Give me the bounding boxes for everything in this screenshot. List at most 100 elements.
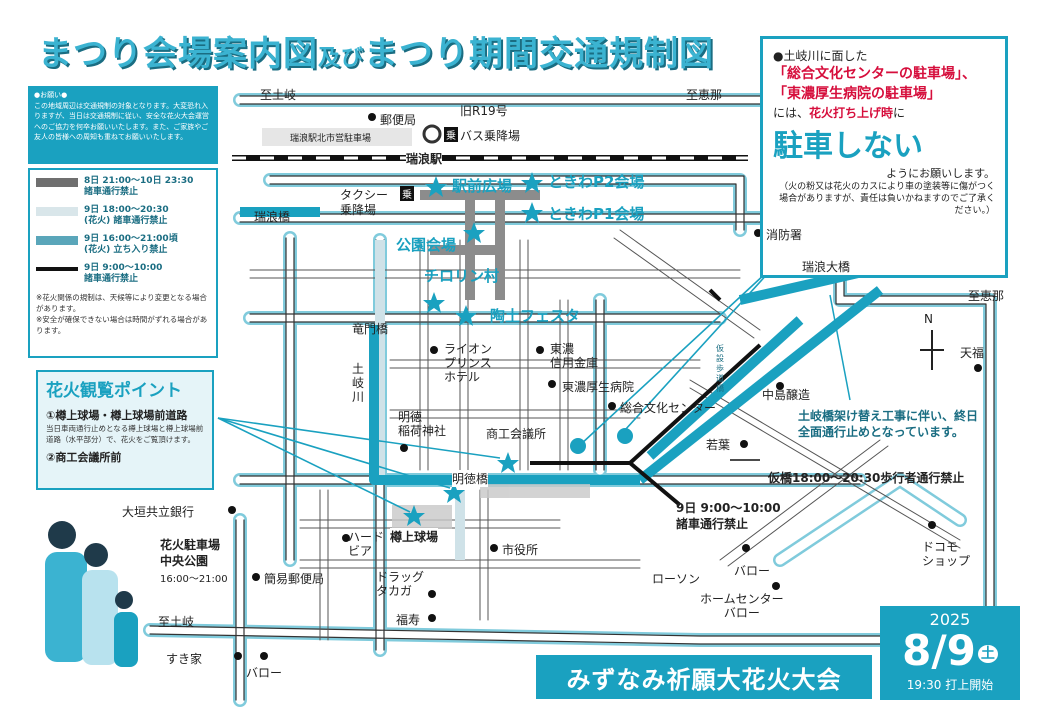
event-name: みずなみ祈願大花火大会 <box>566 665 842 694</box>
legend-label: 9日 18:00～20:30 (花火) 諸車通行禁止 <box>84 205 169 226</box>
event-weekday: 土 <box>977 644 998 663</box>
legend-item: 8日 21:00～10日 23:30 諸車通行禁止 <box>36 176 210 198</box>
event-banner: みずなみ祈願大花火大会 <box>536 655 872 699</box>
warning-construction: 土岐橋架け替え工事に伴い、終日全面通行止めとなっています。 <box>798 409 979 439</box>
label-shinkin: 東濃 信用金庫 <box>550 342 599 370</box>
parking-dot-hospital <box>570 438 586 454</box>
legend-item: 9日 16:00～21:00頃 (花火) 立ち入り禁止 <box>36 234 210 256</box>
callout-line4: には、花火打ち上げ時に <box>773 104 995 121</box>
parking-north-rect <box>262 128 412 146</box>
event-slash: / <box>931 626 947 675</box>
legend-label: 9日 9:00～10:00 諸車通行禁止 <box>84 263 163 284</box>
venue-tokiwa-p2: ときわP2会場 <box>548 173 645 191</box>
label-valor1: バロー <box>734 564 771 578</box>
label-taxi-stop: 乗降場 <box>340 203 377 217</box>
restriction-teal <box>240 207 884 485</box>
label-ryumon-bridge: 竜門橋 <box>352 322 389 336</box>
legend-note: ※花火関係の規制は、天候等により変更となる場合があります。 <box>36 293 207 313</box>
label-north: N <box>924 312 933 326</box>
rule-9: 9日 9:00～10:00 諸車通行禁止 <box>676 501 781 531</box>
event-month: 8 <box>902 626 932 675</box>
callout-line4c: に <box>893 106 906 120</box>
callout-line5: ようにお願いします。 <box>886 167 995 180</box>
label-tenpuku: 天福 <box>960 346 985 360</box>
callout-line1: ●土岐川に面した <box>773 49 868 63</box>
callout-line6: （火の粉又は花火のカスにより車の塗装等に傷がつく場合がありますが、責任は負いかね… <box>779 182 995 216</box>
label-ogaki-bank: 大垣共立銀行 <box>122 505 195 519</box>
label-meitoku-shrine: 明徳 稲荷神社 <box>398 410 447 438</box>
label-home-center: ホームセンター バロー <box>700 592 784 620</box>
legend: 8日 21:00～10日 23:30 諸車通行禁止 9日 18:00～20:30… <box>28 168 218 358</box>
parking-callout: ●土岐川に面した 「総合文化センターの駐車場」、 「東濃厚生病院の駐車場」 には… <box>760 36 1008 278</box>
callout-line2: 「総合文化センターの駐車場」、 <box>773 66 976 82</box>
venue-chiroron: チロリン村 <box>424 267 500 285</box>
viewing-point-1-desc: 当日車両通行止めとなる樽上球場と樽上球場前道路（水平部分）で、花火をご覧頂けます… <box>46 424 204 444</box>
label-simple-post: 簡易郵便局 <box>264 572 325 586</box>
venue-stars <box>403 172 543 526</box>
label-valor2: バロー <box>246 666 283 680</box>
people-illustration <box>45 521 138 667</box>
legend-swatch-teal <box>36 236 78 245</box>
event-year: 2025 <box>929 610 971 629</box>
legend-swatch-black <box>36 267 78 271</box>
title-part3: まつり期間交通規制図 <box>364 34 715 74</box>
event-time: 19:30 打上開始 <box>906 677 994 692</box>
label-bus-stop: バス乗降場 <box>460 129 521 143</box>
label-chamber: 商工会議所 <box>486 427 547 441</box>
label-station: 瑞浪駅 <box>406 150 443 167</box>
page-title: まつり会場案内図及びまつり期間交通規制図 <box>38 26 714 75</box>
label-wakaba: 若葉 <box>706 438 731 452</box>
label-sukiya: すき家 <box>166 652 203 666</box>
road-label-to-ena-top: 至恵那 <box>686 88 723 102</box>
legend-label: 8日 21:00～10日 23:30 諸車通行禁止 <box>84 176 194 197</box>
notice-body: この地域周辺は交通規制の対象となります。大変恐れ入りますが、当日は交通規制に従い… <box>34 101 209 142</box>
label-drug-takaga: ドラッグ タカガ <box>376 570 425 598</box>
bus-badge: 乗 <box>444 127 458 142</box>
label-hard-beer: ハード ビア <box>348 530 385 558</box>
construction-pointer <box>829 294 851 401</box>
restriction-black <box>530 288 762 507</box>
taxi-badge: 乗 <box>400 186 414 201</box>
label-docomo: ドコモ ショップ <box>922 540 971 568</box>
viewing-point-2: ②商工会議所前 <box>46 451 122 464</box>
road-label-to-toki-top: 至土岐 <box>260 88 297 102</box>
dotted-zones <box>392 484 590 529</box>
label-toki-river: 土岐川 <box>352 362 365 404</box>
label-hospital: 東濃厚生病院 <box>562 380 635 394</box>
fireworks-viewing-title: 花火観覧ポイント <box>46 381 182 401</box>
event-day: 9 <box>946 626 976 675</box>
label-nakashima: 中島醸造 <box>762 388 811 402</box>
notice-heading: ●お願い● <box>34 91 68 99</box>
title-part2: 及び <box>318 46 365 71</box>
label-tarugami-stadium: 樽上球場 <box>390 528 439 545</box>
callout-line4b: 花火打ち上げ時 <box>809 106 894 120</box>
label-mizunami-bridge: 瑞浪橋 <box>254 210 291 224</box>
venue-toudo: 陶土フェスタ <box>490 307 581 325</box>
title-part1: まつり会場案内図 <box>38 34 318 74</box>
legend-item: 9日 18:00～20:30 (花火) 諸車通行禁止 <box>36 205 210 227</box>
label-city-hall: 市役所 <box>502 543 539 557</box>
label-culture-center: 総合文化センター <box>620 401 717 415</box>
fireworks-viewing-box: 花火観覧ポイント ①樽上球場・樽上球場前道路 当日車両通行止めとなる樽上球場と樽… <box>36 370 214 490</box>
legend-swatch-light <box>36 207 78 216</box>
label-mizunami-ohashi: 瑞浪大橋 <box>802 260 851 274</box>
label-lawson: ローソン <box>652 572 701 586</box>
venue-ekimae: 駅前広場 <box>452 177 513 195</box>
label-lions-hotel: ライオン プリンス ホテル <box>444 342 493 384</box>
legend-note: ※安全が確保できない場合は時間がずれる場合があります。 <box>36 315 208 335</box>
parking-dot-culture <box>617 428 633 444</box>
label-hanabi-parking: 花火駐車場 <box>160 538 221 552</box>
rule-karibashi: 仮橋18:00～20:30歩行者通行禁止 <box>768 471 965 485</box>
label-fukuju: 福寿 <box>396 613 421 627</box>
road-label-to-ena-right: 至恵那 <box>968 289 1005 303</box>
venue-koen: 公園会場 <box>396 236 457 254</box>
callout-line4a: には、 <box>773 106 810 120</box>
label-fire-station: 消防署 <box>766 228 803 242</box>
north-arrow <box>920 330 944 370</box>
bus-stop-circle <box>422 124 442 144</box>
label-parking-north: 瑞浪駅北市営駐車場 <box>290 134 372 144</box>
callout-line3: 「東濃厚生病院の駐車場」 <box>773 86 941 102</box>
